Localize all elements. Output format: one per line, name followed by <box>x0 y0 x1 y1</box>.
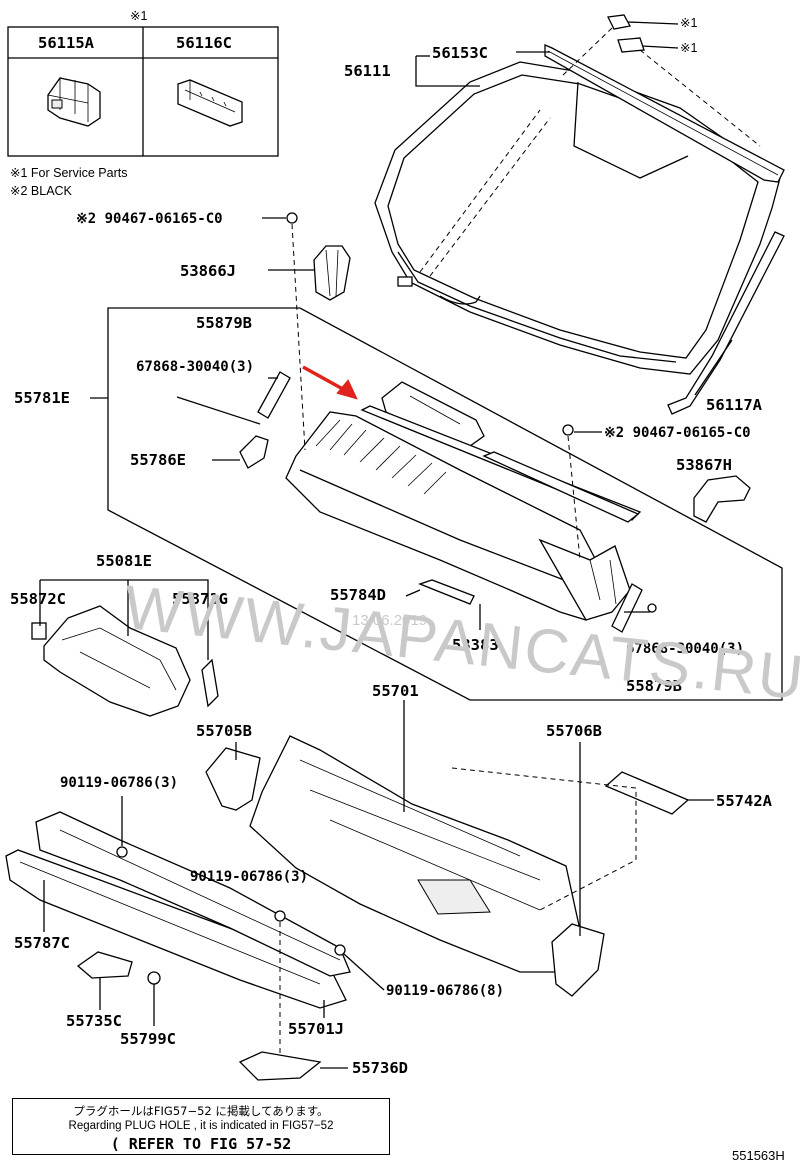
cowl-panel-55701-shape <box>249 735 605 997</box>
part-label: 90119-06786(3) <box>190 869 309 885</box>
part-label: ※1 <box>680 41 698 55</box>
clip-56116c-shape <box>177 79 243 127</box>
reference-line-fig: ( REFER TO FIG 57-52 <box>110 1135 292 1153</box>
part-label: 56153C <box>432 44 488 62</box>
reference-line-japanese: プラグホールはFIG57−52 に掲載してあります。 <box>73 1104 329 1118</box>
bolts-90119-shape <box>116 796 385 1060</box>
part-label: 55872C <box>10 590 66 608</box>
part-label: ※2 90467-06165-C0 <box>76 211 223 227</box>
cowl-top-seal-shape <box>360 381 642 523</box>
lower-cowl-55787c-shape <box>5 811 351 1009</box>
leader-lines-top <box>268 51 733 396</box>
part-label: 90119-06786(8) <box>386 983 505 999</box>
part-label: 55787C <box>14 934 70 952</box>
part-label: 55781E <box>14 389 70 407</box>
part-label: 55879B <box>626 677 682 695</box>
part-label: 55081E <box>96 552 152 570</box>
part-label: 53867H <box>676 456 732 474</box>
part-label: 53383 <box>452 636 499 654</box>
part-label: ※1 <box>680 16 698 30</box>
bolt-90467-top-shape <box>262 212 306 451</box>
moulding-56153c-shape <box>544 44 785 183</box>
red-arrow-icon <box>302 365 358 400</box>
part-label: 55705B <box>196 722 252 740</box>
clip-pair-top-right <box>559 14 761 147</box>
inset-col2-label: 56116C <box>176 34 232 52</box>
part-label: 55799C <box>120 1030 176 1048</box>
part-label: 55871G <box>172 590 228 608</box>
part-label: 55706B <box>546 722 602 740</box>
clip-55799c-shape <box>147 971 161 1026</box>
inset-col1-label: 56115A <box>38 34 94 52</box>
part-label: 53866J <box>180 262 236 280</box>
part-label: 55879B <box>196 314 252 332</box>
figure-code: 551563H <box>732 1148 785 1163</box>
bracket-55735c-shape <box>76 951 133 1010</box>
part-label: 55701 <box>372 682 419 700</box>
bracket-55736d-shape <box>238 1051 348 1081</box>
part-label: 90119-06786(3) <box>60 775 179 791</box>
cowl-panel-frame <box>90 307 783 701</box>
part-label: 55735C <box>66 1012 122 1030</box>
reference-line-english: Regarding PLUG HOLE , it is indicated in… <box>68 1120 334 1132</box>
reference-box: プラグホールはFIG57−52 に掲載してあります。 Regarding PLU… <box>12 1098 390 1155</box>
strip-55879b-top-shape <box>257 371 291 419</box>
bracket-55705b-shape <box>205 747 261 811</box>
bracket-53867h-shape <box>693 475 751 523</box>
windshield-glass-shape <box>374 61 781 375</box>
part-label: 56111 <box>344 62 391 80</box>
service-parts-inset <box>7 26 279 157</box>
strip-55879b-bottom-shape <box>611 583 643 633</box>
inset-header-mark: ※1 <box>130 9 148 23</box>
clip-55784d-shape <box>405 579 481 630</box>
part-label: 67868-30040(3) <box>626 641 745 657</box>
clip-small-mid-shape <box>647 603 657 613</box>
bolt-90467-right-shape <box>562 424 602 561</box>
part-label: 67868-30040(3) <box>136 359 255 375</box>
pad-55742a-shape <box>451 767 714 911</box>
cowl-side-55081e-shape <box>31 579 219 717</box>
part-label: ※2 90467-06165-C0 <box>604 425 751 441</box>
clip-56115a-shape <box>47 77 101 127</box>
part-label: 55736D <box>352 1059 408 1077</box>
cowl-louver-shape <box>285 411 631 621</box>
part-label: 56117A <box>706 396 762 414</box>
note-service-parts: ※1 For Service Parts <box>10 166 128 180</box>
bracket-53866j-shape <box>313 245 351 301</box>
part-label: 55742A <box>716 792 772 810</box>
moulding-56117a-shape <box>667 231 785 415</box>
clip-55786e-shape <box>212 435 269 469</box>
note-black: ※2 BLACK <box>10 184 72 198</box>
watermark-date: 13.06.2019 <box>352 612 428 629</box>
leader-lines-55701 <box>235 700 581 936</box>
part-label: 55784D <box>330 586 386 604</box>
part-label: 55786E <box>130 451 186 469</box>
part-label: 55701J <box>288 1020 344 1038</box>
